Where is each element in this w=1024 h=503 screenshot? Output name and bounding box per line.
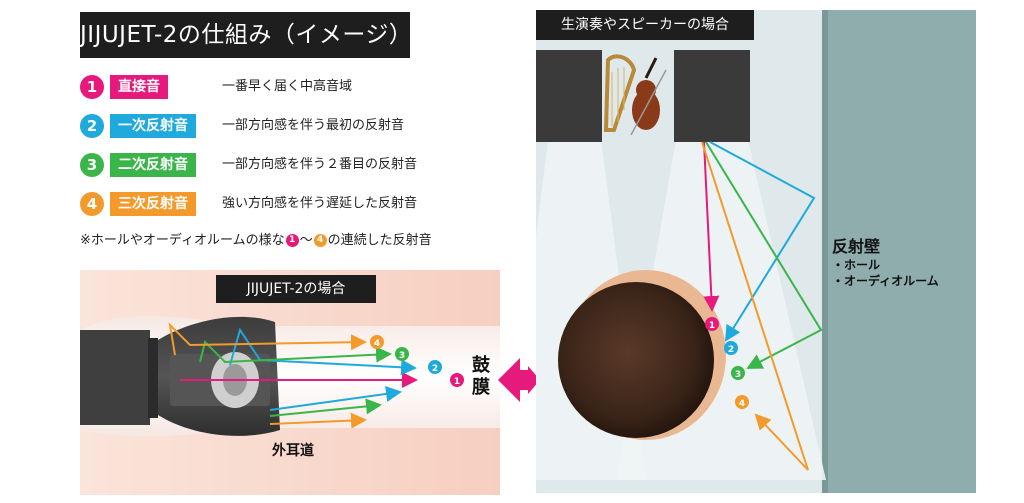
earphone-body <box>80 330 150 425</box>
legend-label: 一次反射音 <box>110 114 196 138</box>
room-title: 生演奏やスピーカーの場合 <box>536 10 754 40</box>
double-arrow-right <box>528 366 540 394</box>
room-marker-3: 3 <box>735 370 741 380</box>
left-speaker <box>536 50 602 142</box>
double-arrow-left <box>498 358 528 402</box>
ear-marker-3: 3 <box>399 351 405 361</box>
right-speaker <box>674 50 750 142</box>
note-sep: ～ <box>299 233 313 248</box>
harp-icon <box>603 54 637 132</box>
legend-label: 三次反射音 <box>110 192 196 216</box>
note-suffix: の連続した反射音 <box>327 233 432 248</box>
legend-desc: 一番早く届く中高音域 <box>222 79 353 94</box>
legend-number: 1 <box>80 75 104 99</box>
third-reflection-arrow <box>168 322 367 356</box>
room-marker-2: 2 <box>728 345 734 355</box>
room-first-reflection-arrow <box>709 141 816 342</box>
legend-number: 3 <box>80 153 104 177</box>
room-diagram: 1 2 3 4 <box>536 10 976 493</box>
ear-marker-1: 1 <box>454 377 460 387</box>
ear-canal-label: 外耳道 <box>272 443 314 459</box>
room-third-reflection-arrow <box>701 141 809 471</box>
wall-item-hall: ・ホール <box>832 258 881 272</box>
first-reflection-arrow <box>229 327 417 376</box>
note-marker-4: 4 <box>313 234 327 247</box>
page-title: JIJUJET-2の仕組み（イメージ） <box>80 12 412 58</box>
second-reflection-arrow <box>199 340 392 364</box>
listener-head-icon <box>558 282 714 438</box>
reflective-wall <box>822 10 976 493</box>
wall-label: 反射壁 <box>832 237 881 256</box>
legend-label: 直接音 <box>110 75 168 99</box>
wall-item-audio-room: ・オーディオルーム <box>832 274 939 288</box>
legend-label: 二次反射音 <box>110 153 196 177</box>
ear-marker-2: 2 <box>432 364 438 374</box>
legend-desc: 一部方向感を伴う最初の反射音 <box>222 118 405 133</box>
note-marker-1: 1 <box>285 234 299 247</box>
legend-desc: 強い方向感を伴う遅延した反射音 <box>222 196 418 211</box>
legend-number: 4 <box>80 192 104 216</box>
legend-desc: 一部方向感を伴う２番目の反射音 <box>222 157 418 172</box>
eardrum-label: 鼓膜 <box>472 355 490 398</box>
earphone-title: JIJUJET-2の場合 <box>216 275 376 303</box>
note-prefix: ※ホールやオーディオルームの様な <box>80 233 285 248</box>
legend-number: 2 <box>80 114 104 138</box>
ear-marker-4: 4 <box>374 339 380 349</box>
violin-icon <box>630 57 667 136</box>
room-marker-4: 4 <box>739 399 745 409</box>
room-second-reflection-arrow <box>705 141 823 369</box>
room-direct-arrow <box>703 141 720 312</box>
room-marker-1: 1 <box>709 321 715 331</box>
earphone-diagram: 4 3 2 1 <box>80 270 540 495</box>
